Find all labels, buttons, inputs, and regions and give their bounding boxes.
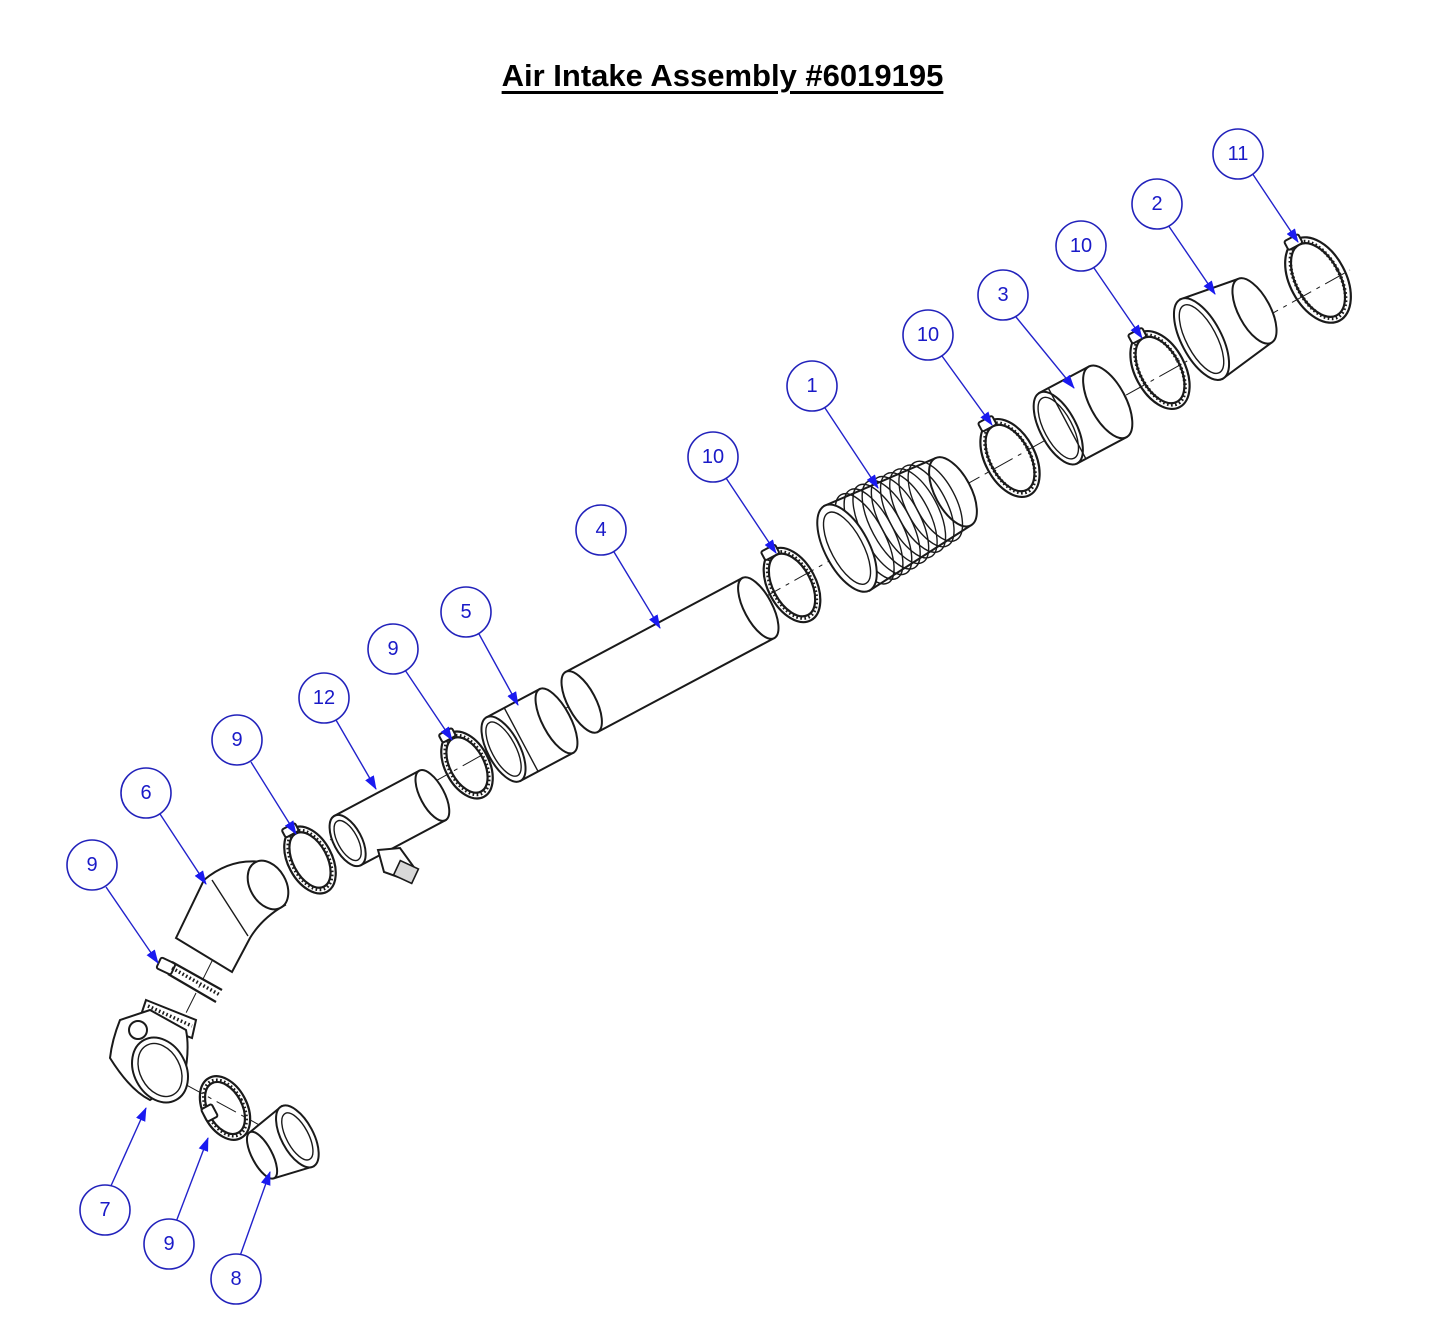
callout-6: 6 bbox=[120, 767, 172, 819]
svg-text:9: 9 bbox=[86, 854, 97, 876]
part-2-reducer bbox=[1172, 277, 1278, 381]
part-7-housing bbox=[108, 998, 198, 1104]
svg-text:10: 10 bbox=[1070, 235, 1092, 257]
part-9-clamp-small bbox=[155, 956, 223, 1003]
svg-text:6: 6 bbox=[140, 782, 151, 804]
svg-text:12: 12 bbox=[313, 687, 335, 709]
callout-2: 2 bbox=[1131, 178, 1183, 230]
part-9-clamp-bottom bbox=[198, 1075, 252, 1141]
callout-11: 11 bbox=[1212, 128, 1264, 180]
svg-text:8: 8 bbox=[230, 1268, 241, 1290]
callout-5: 5 bbox=[440, 586, 492, 638]
svg-text:4: 4 bbox=[595, 519, 606, 541]
page-title: Air Intake Assembly #6019195 bbox=[501, 58, 944, 93]
callout-4: 4 bbox=[575, 504, 627, 556]
part-8-end-cap bbox=[245, 1104, 320, 1180]
part-6-elbow bbox=[174, 859, 290, 974]
svg-text:2: 2 bbox=[1151, 193, 1162, 215]
part-11-clamp bbox=[1283, 233, 1352, 324]
callout-10: 10 bbox=[902, 309, 954, 361]
svg-text:10: 10 bbox=[917, 324, 939, 346]
callout-1: 1 bbox=[786, 360, 838, 412]
callout-9: 9 bbox=[143, 1218, 195, 1270]
callout-7: 7 bbox=[79, 1184, 131, 1236]
svg-text:7: 7 bbox=[99, 1199, 110, 1221]
svg-text:9: 9 bbox=[387, 638, 398, 660]
part-4-tube bbox=[560, 576, 780, 734]
callout-8: 8 bbox=[210, 1253, 262, 1305]
svg-text:11: 11 bbox=[1228, 143, 1249, 165]
callout-10: 10 bbox=[1055, 220, 1107, 272]
part-5-coupler bbox=[480, 687, 579, 783]
svg-text:9: 9 bbox=[231, 729, 242, 751]
svg-text:10: 10 bbox=[702, 446, 724, 468]
part-3-sleeve bbox=[1032, 364, 1134, 466]
callout-3: 3 bbox=[977, 269, 1029, 321]
svg-text:5: 5 bbox=[460, 601, 471, 623]
callout-9: 9 bbox=[367, 623, 419, 675]
callout-12: 12 bbox=[298, 672, 350, 724]
callout-10: 10 bbox=[687, 431, 739, 483]
svg-text:9: 9 bbox=[163, 1233, 174, 1255]
callout-9: 9 bbox=[66, 839, 118, 891]
part-1-bellows bbox=[816, 456, 978, 593]
callout-9: 9 bbox=[211, 714, 263, 766]
part-12-bracket-tube bbox=[328, 769, 451, 885]
leader-lines bbox=[105, 169, 1299, 1257]
svg-text:1: 1 bbox=[806, 375, 817, 397]
svg-text:3: 3 bbox=[997, 284, 1008, 306]
